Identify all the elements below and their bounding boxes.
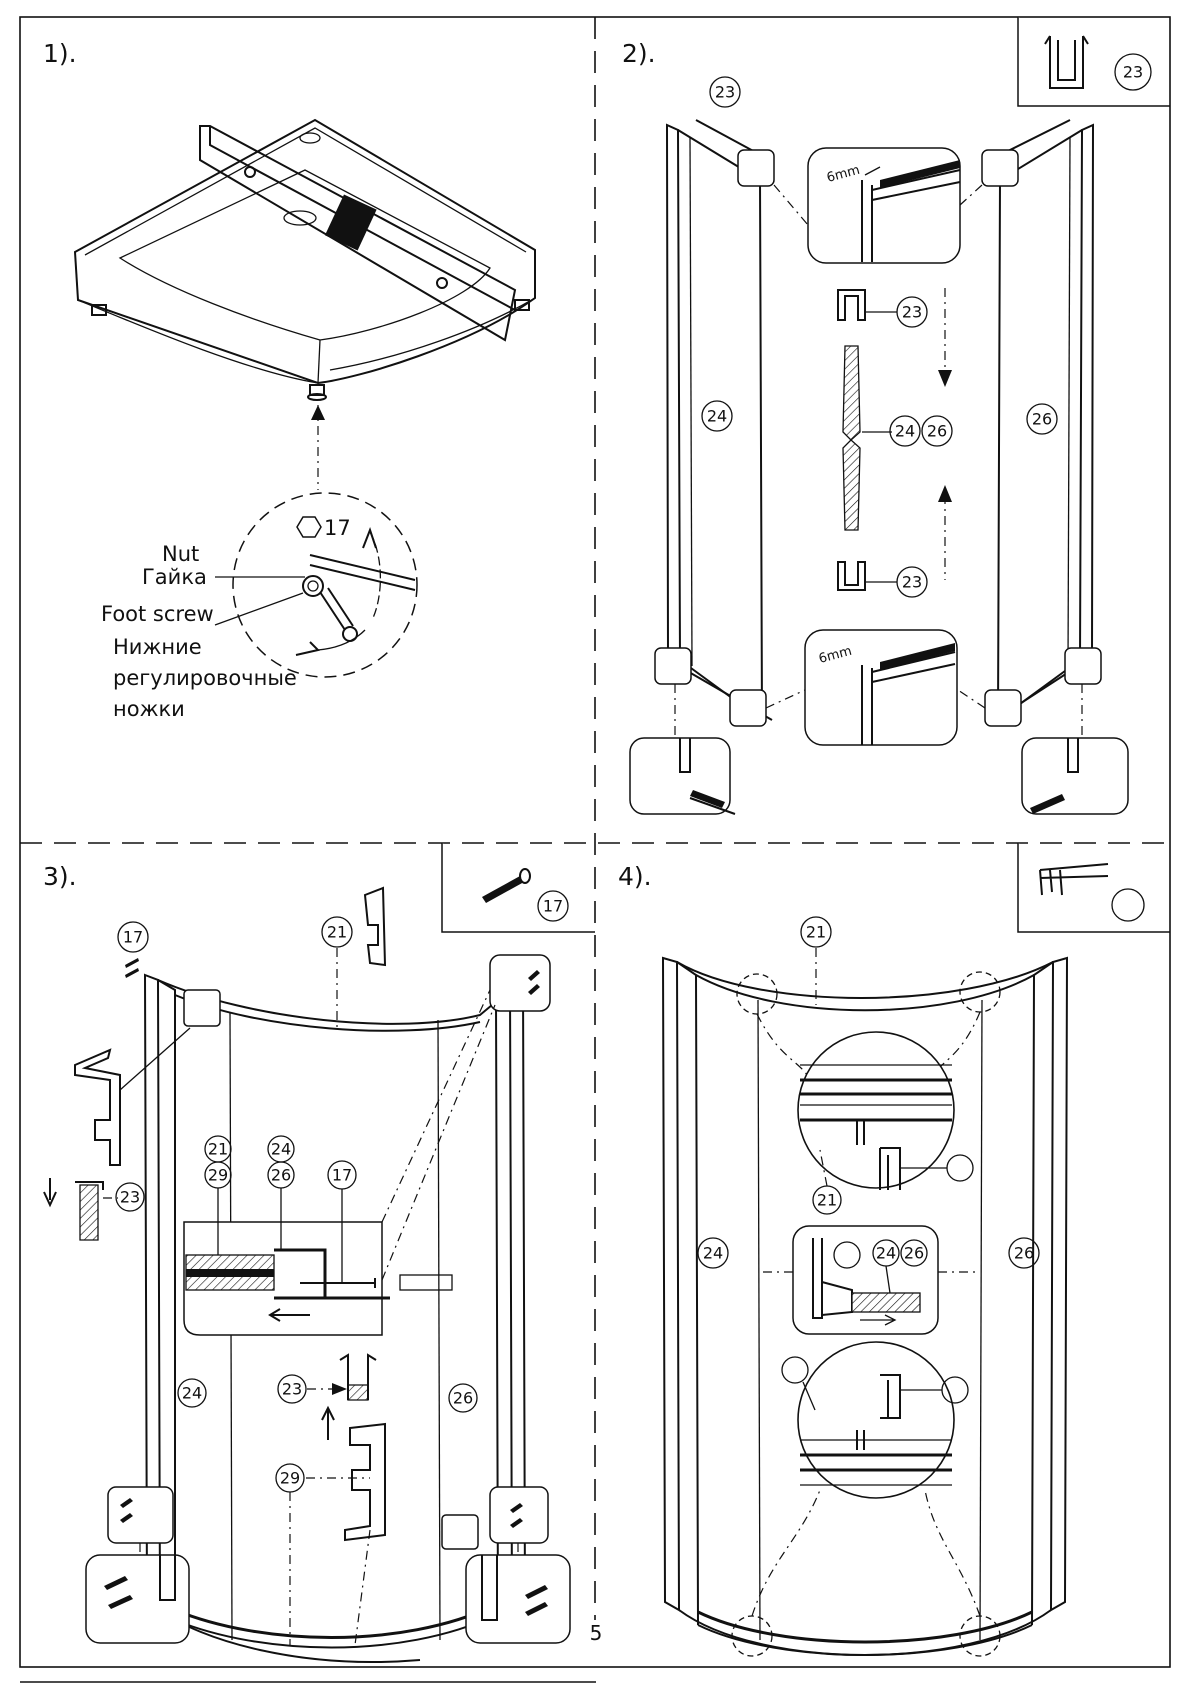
foot-screw-label-ru-3: ножки xyxy=(113,697,185,721)
glass-24-label-3: 24 xyxy=(182,1384,202,1403)
part-21: 21 xyxy=(208,1140,228,1159)
seal-section: 23 24 26 23 xyxy=(838,288,952,597)
seal-23-top-left: 23 xyxy=(715,83,735,102)
panel-4: 4). 21 xyxy=(618,843,1170,1656)
step-label-2: 2). xyxy=(622,39,656,68)
rail-21-magnifier: 21 xyxy=(817,1191,837,1210)
glass-panel-24: 24 xyxy=(667,120,772,720)
panel-1: 1). xyxy=(43,39,535,721)
step-label-3: 3). xyxy=(43,862,77,891)
glass-panel-26: 26 xyxy=(990,120,1093,720)
step-label-1: 1). xyxy=(43,39,77,68)
seal-23-lower: 23 xyxy=(902,573,922,592)
foot-screw-label-en: Foot screw xyxy=(101,602,214,626)
nut-label-en: Nut xyxy=(162,542,199,566)
page-number: 5 xyxy=(590,1621,603,1645)
part-29: 29 xyxy=(208,1166,228,1185)
seal-23-bottom: 23 xyxy=(282,1380,302,1399)
profile-side-section: 23 xyxy=(44,1028,190,1240)
part-17: 17 xyxy=(332,1166,352,1185)
panel-3: 3). 17 17 21 xyxy=(43,843,595,1662)
glass-26-label-3: 26 xyxy=(453,1389,473,1408)
glass-26-label-4: 26 xyxy=(1014,1244,1034,1263)
part-box-17-number: 17 xyxy=(543,897,563,916)
top-rail-21: 21 xyxy=(327,923,347,942)
part-box-17: 17 xyxy=(442,843,595,932)
step-label-4: 4). xyxy=(618,862,652,891)
gap-detail-top: 6mm xyxy=(774,148,982,263)
bottom-profile-29: 29 xyxy=(280,1469,300,1488)
part-box-23-number: 23 xyxy=(1123,63,1143,82)
glass-24-label-4: 24 xyxy=(703,1244,723,1263)
gap-detail-bottom: 6mm xyxy=(766,630,985,745)
bottom-join-magnifier xyxy=(782,1342,968,1498)
bubble-glass-24: 24 xyxy=(876,1244,896,1263)
screw-17-top-left: 17 xyxy=(123,928,143,947)
glass-24-number: 24 xyxy=(707,407,727,426)
seal-glass-24: 24 xyxy=(895,422,915,441)
panel-2: 2). 23 24 26 23 xyxy=(622,17,1170,814)
part-24: 24 xyxy=(271,1140,291,1159)
nut-label-ru: Гайка xyxy=(142,565,207,589)
glass-26-number: 26 xyxy=(1032,410,1052,429)
seal-23-upper: 23 xyxy=(902,303,922,322)
hex-key-icon xyxy=(297,517,321,537)
foot-screw-label-ru-2: регулировочные xyxy=(113,666,297,690)
foot-screw-label-ru-1: Нижние xyxy=(113,635,202,659)
shower-tray xyxy=(75,120,535,400)
seal-glass-26: 26 xyxy=(927,422,947,441)
top-rail-21-label: 21 xyxy=(806,923,826,942)
top-join-magnifier xyxy=(798,1032,973,1190)
part-26: 26 xyxy=(271,1166,291,1185)
bubble-glass-26: 26 xyxy=(904,1244,924,1263)
hex-size-17: 17 xyxy=(324,516,351,540)
seal-23-left: 23 xyxy=(120,1188,140,1207)
part-box-strip xyxy=(1018,843,1170,932)
middle-seal-bubble: 24 26 xyxy=(760,1226,980,1334)
part-box-23: 23 xyxy=(1018,17,1170,106)
